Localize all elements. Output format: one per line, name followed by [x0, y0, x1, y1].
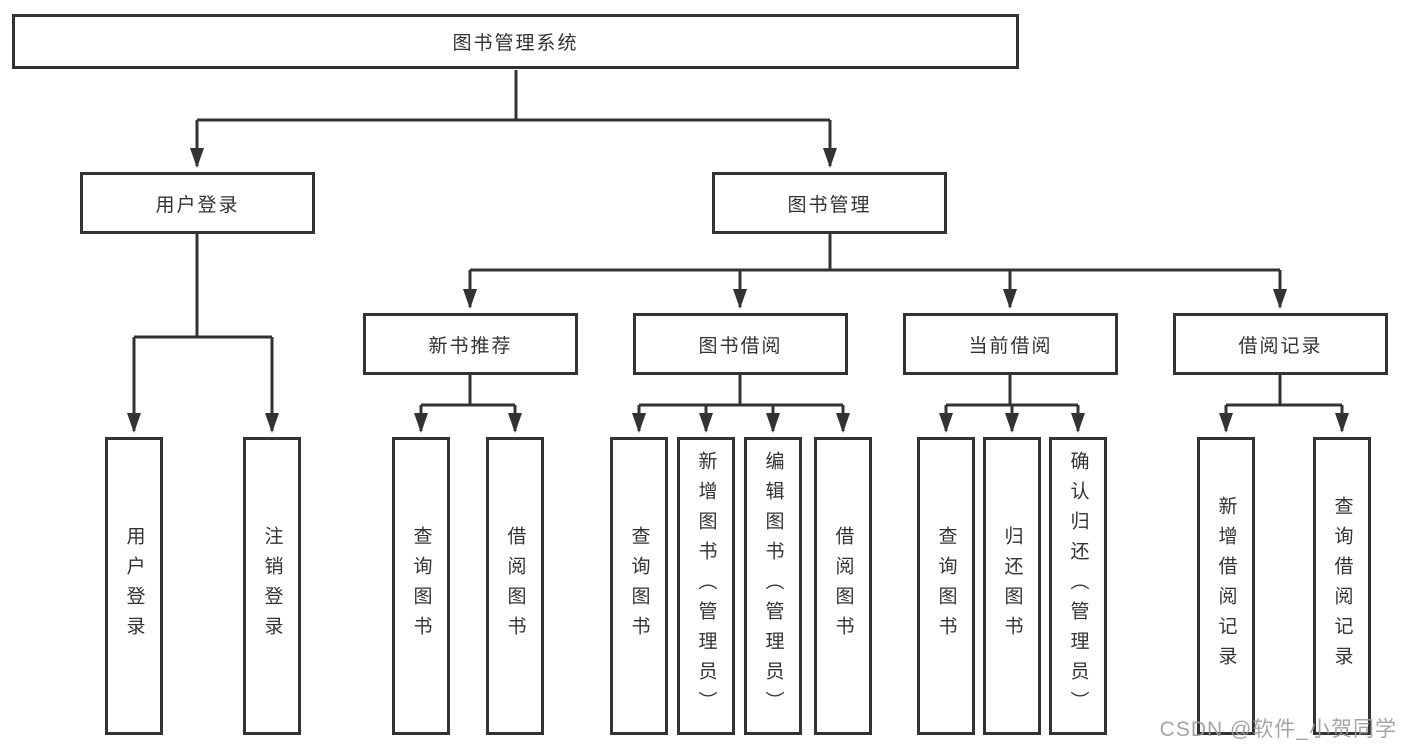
- node-current-borrowing: 当前借阅: [903, 313, 1118, 375]
- leaf-add-borrow-record: 新增借阅记录: [1197, 437, 1255, 735]
- leaf-borrow-books: 借阅图书: [486, 437, 544, 735]
- node-label: 借阅图书: [504, 526, 526, 646]
- node-label: 新增借阅记录: [1215, 496, 1237, 676]
- connector-recommend-to-leaves: [414, 375, 522, 433]
- connector-root-to-level1: [190, 70, 837, 168]
- connector-login-to-leaves: [127, 234, 279, 433]
- leaf-query-borrow-record: 查询借阅记录: [1313, 437, 1371, 735]
- node-label: 新增图书（管理员）: [695, 451, 717, 721]
- node-label: 借阅记录: [1238, 335, 1323, 357]
- node-user-login: 用户登录: [80, 172, 315, 234]
- node-label: 图书管理系统: [452, 33, 579, 54]
- node-label: 图书管理: [787, 194, 872, 216]
- node-new-book-recommendation: 新书推荐: [363, 313, 578, 375]
- connector-current-to-leaves: [939, 375, 1085, 433]
- leaf-logout: 注销登录: [243, 437, 301, 735]
- node-label: 当前借阅: [968, 335, 1053, 357]
- node-label: 用户登录: [155, 194, 240, 216]
- node-label: 查询借阅记录: [1331, 496, 1353, 676]
- leaf-add-books-admin: 新增图书（管理员）: [677, 437, 735, 735]
- node-label: 查询图书: [935, 526, 957, 646]
- leaf-borrow-books: 借阅图书: [814, 437, 872, 735]
- node-label: 查询图书: [628, 526, 650, 646]
- node-label: 新书推荐: [428, 335, 513, 357]
- node-label: 借阅图书: [832, 526, 854, 646]
- leaf-user-login: 用户登录: [105, 437, 163, 735]
- connector-history-to-leaves: [1219, 375, 1349, 433]
- node-label: 确认归还（管理员）: [1067, 451, 1089, 721]
- node-label: 图书借阅: [698, 335, 783, 357]
- leaf-query-books: 查询图书: [917, 437, 975, 735]
- node-library-management-system: 图书管理系统: [12, 14, 1019, 69]
- node-label: 注销登录: [261, 526, 283, 646]
- leaf-edit-books-admin: 编辑图书（管理员）: [744, 437, 802, 735]
- node-label: 归还图书: [1001, 526, 1023, 646]
- node-borrowing-records: 借阅记录: [1173, 313, 1388, 375]
- leaf-confirm-return-admin: 确认归还（管理员）: [1049, 437, 1107, 735]
- node-label: 查询图书: [410, 526, 432, 646]
- leaf-query-books: 查询图书: [610, 437, 668, 735]
- node-book-borrowing: 图书借阅: [633, 313, 848, 375]
- node-label: 用户登录: [123, 526, 145, 646]
- leaf-return-books: 归还图书: [983, 437, 1041, 735]
- leaf-query-books: 查询图书: [392, 437, 450, 735]
- csdn-watermark: CSDN @软件_小贺同学: [1159, 718, 1397, 741]
- node-book-management: 图书管理: [712, 172, 947, 234]
- node-label: 编辑图书（管理员）: [762, 451, 784, 721]
- connector-mgmt-to-level2: [463, 234, 1287, 309]
- connector-bookborrow-to-leaves: [632, 375, 850, 433]
